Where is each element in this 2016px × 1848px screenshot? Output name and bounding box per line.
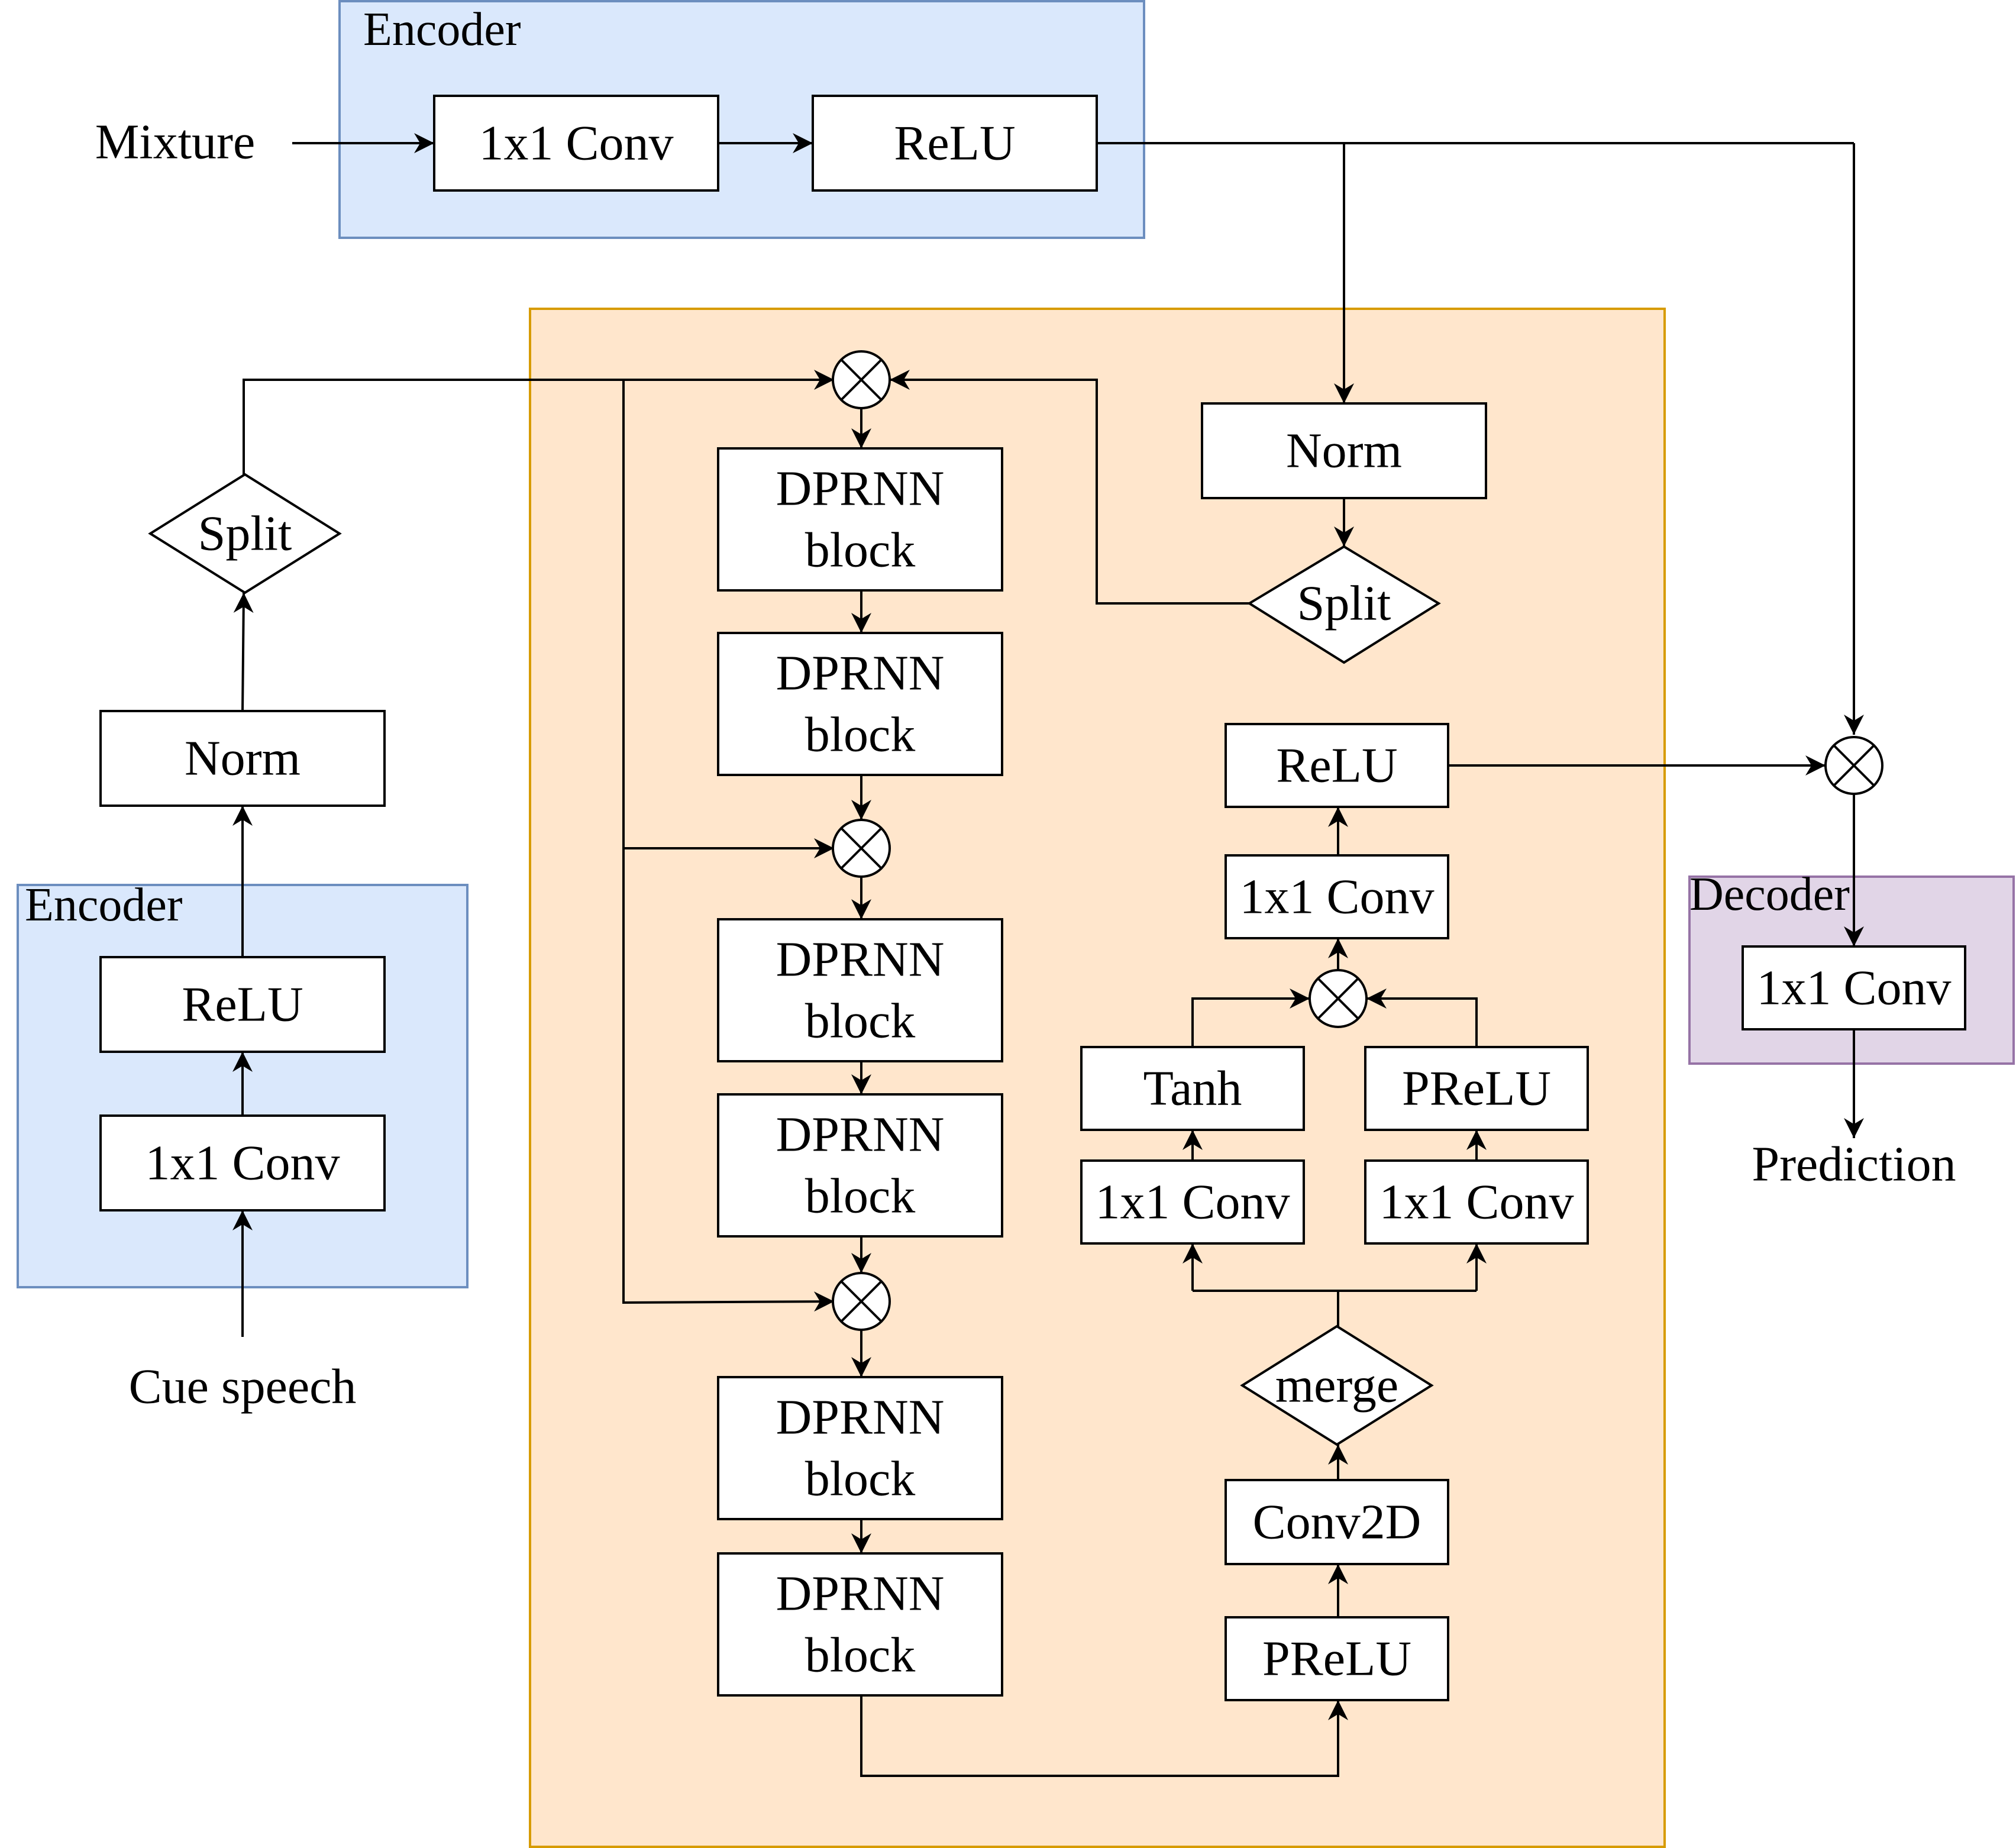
dprnn-block-6-line2: block [805,1628,916,1683]
dprnn-block-2: DPRNN block [717,632,1003,776]
relu-mask-block: ReLU [1225,723,1449,808]
multiply-op-3-icon [832,1272,891,1331]
multiply-mask-icon [1824,736,1883,795]
cue-relu-label: ReLU [182,977,303,1032]
mixture-norm-block: Norm [1201,402,1487,499]
mixture-encoder-title: Encoder [363,4,521,56]
mixture-norm-label: Norm [1286,424,1402,479]
conv2d-label: Conv2D [1253,1495,1421,1550]
relu-mask-label: ReLU [1276,738,1397,793]
connectors [232,133,1864,1777]
prediction-label: Prediction [1752,1137,1956,1192]
dprnn-block-4-line1: DPRNN [776,1107,945,1162]
decoder-conv-label: 1x1 Conv [1756,961,1951,1016]
mixture-conv-label: 1x1 Conv [479,116,673,171]
dprnn-block-4: DPRNN block [717,1093,1003,1238]
mixture-relu-block: ReLU [812,95,1098,192]
mixture-input-label: Mixture [95,115,256,170]
decoder-title: Decoder [1689,868,1850,920]
cue-conv-label: 1x1 Conv [145,1136,340,1191]
cue-norm-label: Norm [185,731,301,786]
tanh-label: Tanh [1143,1061,1242,1116]
conv-right-label: 1x1 Conv [1379,1175,1574,1230]
mixture-split-diamond: Split [1247,545,1441,664]
cue-encoder-title: Encoder [25,879,183,931]
dprnn-block-1: DPRNN block [717,447,1003,592]
mixture-split-label: Split [1297,576,1391,631]
dprnn-block-2-line1: DPRNN [776,646,945,701]
prelu-gate-label: PReLU [1402,1061,1551,1116]
cue-split-label: Split [198,506,292,561]
dprnn-block-3: DPRNN block [717,918,1003,1062]
conv2d-block: Conv2D [1225,1479,1449,1565]
dprnn-block-1-line1: DPRNN [776,461,945,516]
merge-diamond: merge [1240,1324,1434,1446]
prelu-gate-block: PReLU [1364,1046,1589,1131]
tanh-block: Tanh [1080,1046,1305,1131]
multiply-op-1-icon [832,350,891,409]
dprnn-block-3-line2: block [805,994,916,1049]
prelu-bottom-label: PReLU [1262,1631,1411,1687]
conv-mask-label: 1x1 Conv [1239,870,1434,925]
dprnn-block-5-line2: block [805,1452,916,1507]
dprnn-block-5-line1: DPRNN [776,1390,945,1445]
dprnn-block-6: DPRNN block [717,1552,1003,1697]
cue-split-diamond: Split [148,473,342,595]
dprnn-block-5: DPRNN block [717,1376,1003,1520]
mixture-conv-block: 1x1 Conv [433,95,719,192]
conv-left-block: 1x1 Conv [1080,1159,1305,1245]
multiply-op-2-icon [832,819,891,878]
cue-relu-block: ReLU [99,956,386,1053]
prelu-bottom-block: PReLU [1225,1616,1449,1701]
dprnn-block-3-line1: DPRNN [776,932,945,987]
conv-right-block: 1x1 Conv [1364,1159,1589,1245]
cue-norm-block: Norm [99,710,386,807]
mixture-label: Mixture [95,115,256,170]
cue-conv-block: 1x1 Conv [99,1114,386,1211]
conv-mask-block: 1x1 Conv [1225,854,1449,939]
decoder-conv-block: 1x1 Conv [1742,945,1966,1030]
mixture-relu-label: ReLU [894,116,1015,171]
dprnn-block-2-line2: block [805,707,916,763]
conv-left-label: 1x1 Conv [1095,1175,1290,1230]
dprnn-block-6-line1: DPRNN [776,1566,945,1621]
multiply-gate-icon [1309,969,1368,1028]
dprnn-block-1-line2: block [805,523,916,578]
merge-label: merge [1275,1358,1398,1413]
cue-speech-label: Cue speech [129,1359,357,1414]
dprnn-block-4-line2: block [805,1169,916,1224]
